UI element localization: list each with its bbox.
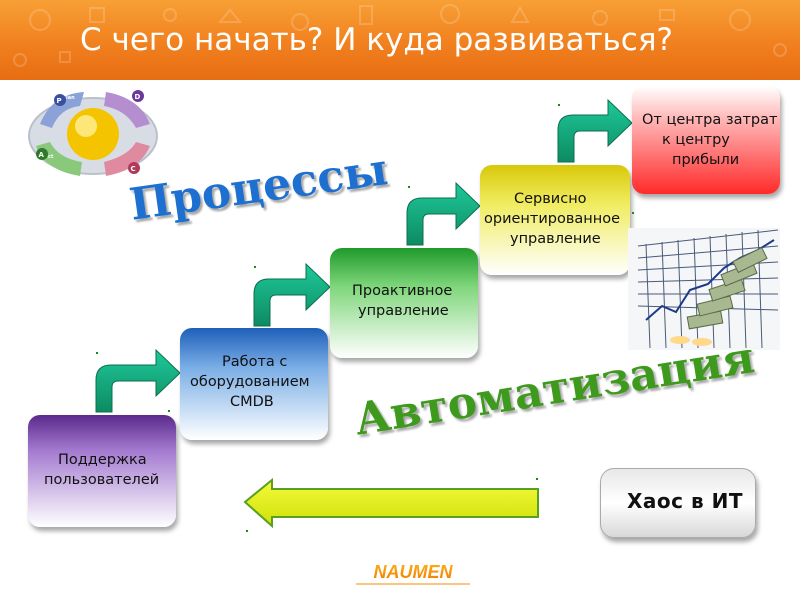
slide-header: С чего начать? И куда развиваться? xyxy=(0,0,800,80)
svg-text:D: D xyxy=(135,93,141,101)
step-box-profit: От центра затрат к центру прибыли xyxy=(632,86,780,194)
step-label-line: управление xyxy=(510,231,601,247)
decor-dot xyxy=(536,478,538,480)
svg-text:ct: ct xyxy=(48,154,54,160)
step-box-service: Сервисно ориентированное управление xyxy=(480,165,630,275)
decor-dot xyxy=(96,352,98,354)
decor-dot xyxy=(408,186,410,188)
step-label-line: управление xyxy=(358,303,449,319)
act-segment xyxy=(36,142,82,176)
check-segment xyxy=(104,142,150,176)
step-arrow-2 xyxy=(253,262,331,327)
do-segment xyxy=(104,92,150,128)
step-arrow-1 xyxy=(95,348,181,413)
step-label-line: к центру xyxy=(662,132,730,148)
step-label-line: Сервисно xyxy=(514,191,587,207)
step-label-line: От центра затрат xyxy=(642,112,778,128)
step-arrow-3 xyxy=(406,181,481,246)
plan-segment xyxy=(40,92,84,128)
step-box-proactive: Проактивное управление xyxy=(330,248,478,358)
decor-dot xyxy=(632,212,634,214)
step-arrow-4 xyxy=(557,98,633,163)
step-label-line: Поддержка xyxy=(58,452,147,468)
decor-dot xyxy=(168,410,170,412)
money-growth-chart-image xyxy=(628,228,780,350)
decor-dot xyxy=(246,530,248,532)
decor-dot xyxy=(254,266,256,268)
svg-text:o: o xyxy=(144,94,148,100)
decor-dot xyxy=(558,104,560,106)
step-label-line: оборудованием xyxy=(190,374,310,390)
svg-text:C: C xyxy=(131,165,136,173)
logo-text: NAUMEN xyxy=(374,562,454,582)
chaos-label: Хаос в ИТ xyxy=(627,489,743,513)
pdca-cycle-image: P lan D o C heck A ct xyxy=(28,90,158,176)
step-label-line: Проактивное xyxy=(352,283,453,299)
svg-text:A: A xyxy=(39,151,45,159)
chaos-box: Хаос в ИТ xyxy=(600,468,756,538)
naumen-logo: NAUMEN xyxy=(356,562,470,585)
step-box-support: Поддержка пользователей xyxy=(28,415,176,527)
step-label-line: CMDB xyxy=(230,394,274,410)
step-box-cmdb: Работа с оборудованием CMDB xyxy=(180,328,328,440)
step-label-line: ориентированное xyxy=(484,211,621,227)
step-label-line: Работа с xyxy=(222,354,288,370)
step-label-line: прибыли xyxy=(672,152,740,168)
step-label-line: пользователей xyxy=(44,472,160,488)
big-arrow-left xyxy=(243,477,539,529)
svg-text:lan: lan xyxy=(66,95,75,101)
svg-text:heck: heck xyxy=(140,168,154,174)
header-decoration xyxy=(13,4,787,67)
svg-text:P: P xyxy=(57,97,62,105)
page-title: С чего начать? И куда развиваться? xyxy=(80,22,673,58)
